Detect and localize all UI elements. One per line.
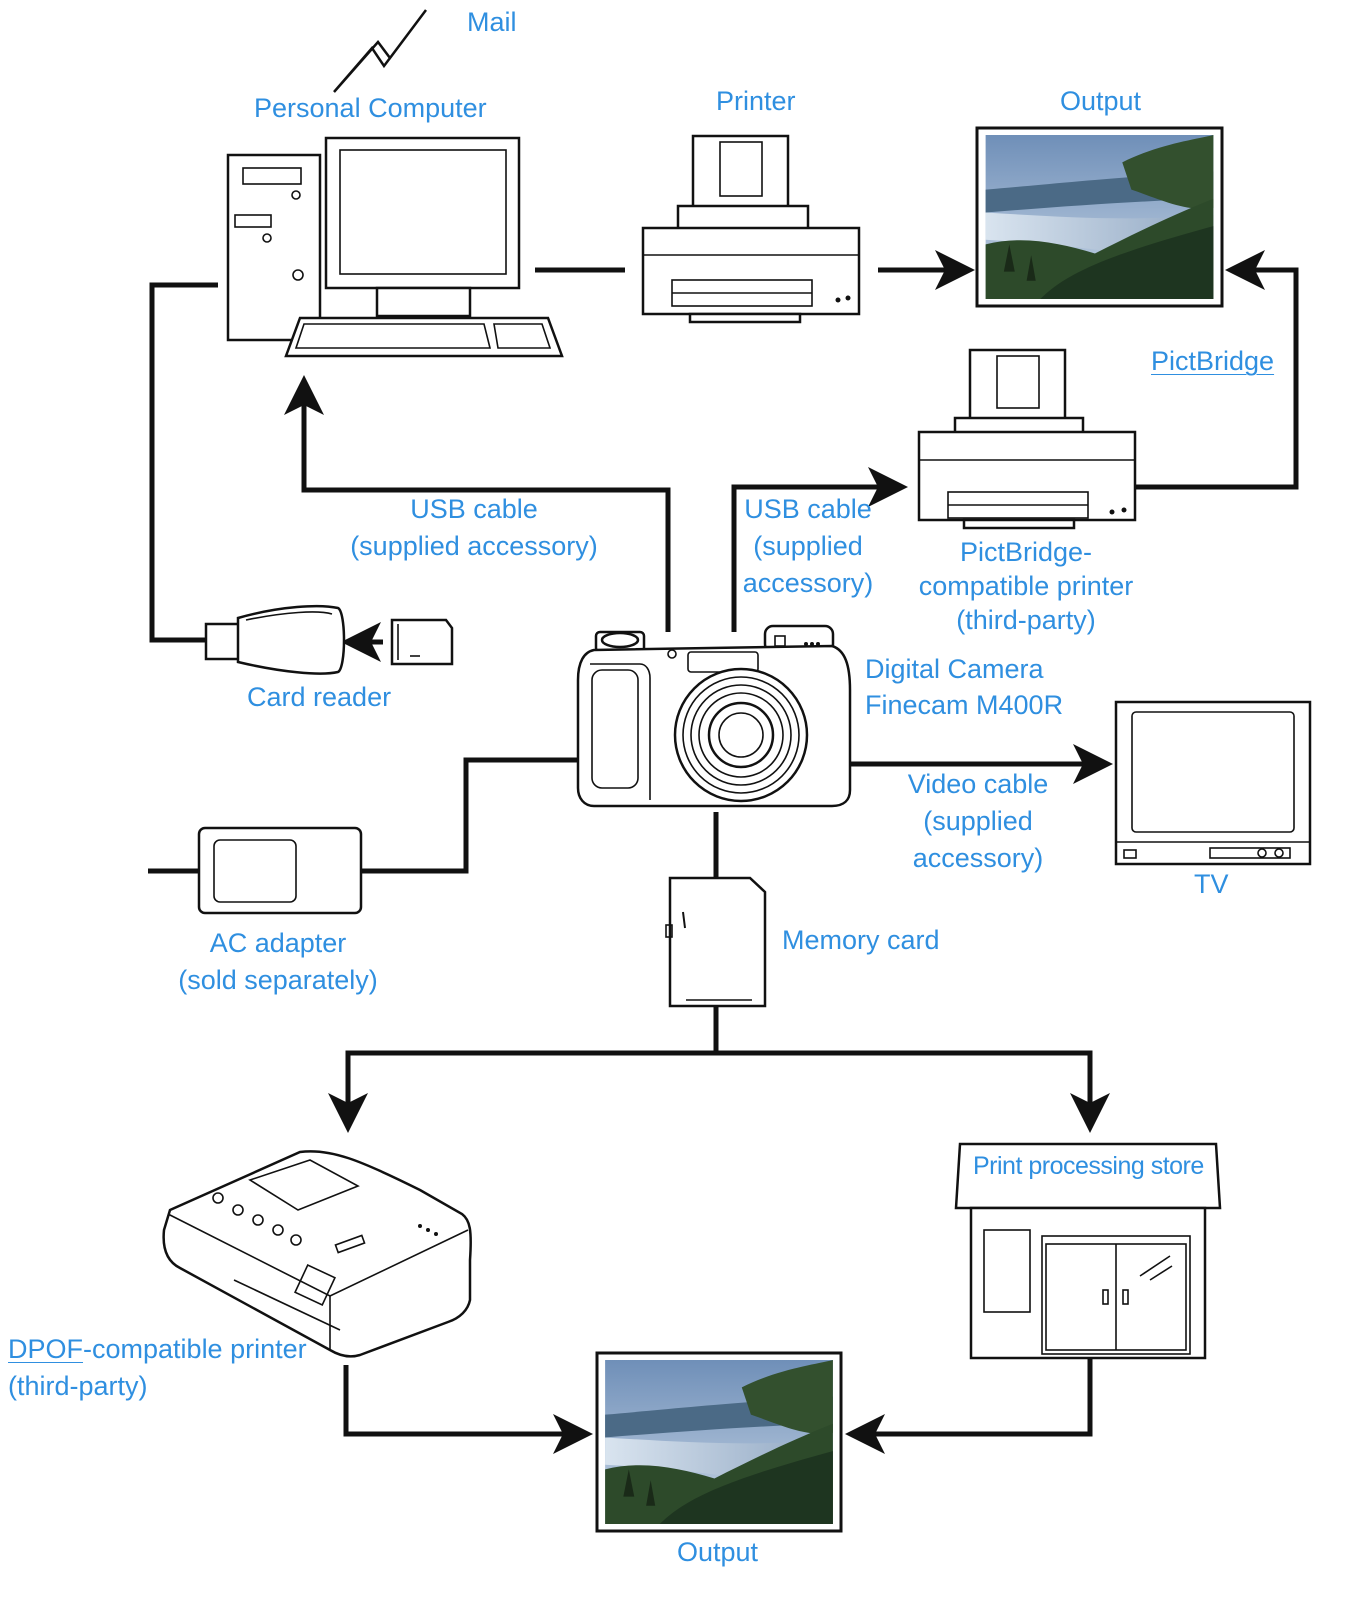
label-pictbridge: PictBridge	[1151, 346, 1275, 376]
dpof-prefix: DPOF	[8, 1334, 84, 1364]
usb-right-line-2: (supplied	[753, 531, 863, 561]
video-line-1: Video cable	[907, 769, 1049, 799]
label-card-reader: Card reader	[247, 682, 392, 712]
pb-printer-line-2: compatible printer	[918, 571, 1134, 601]
usb-right-line-3: accessory)	[742, 568, 874, 598]
video-line-2: (supplied	[923, 806, 1033, 836]
ac-line-2: (sold separately)	[178, 965, 378, 995]
label-printer: Printer	[716, 86, 796, 116]
usb-left-line-1: USB cable	[410, 494, 538, 524]
label-print-processing-store: Print processing store	[973, 1152, 1204, 1180]
label-digital-camera: Digital Camera Finecam M400R	[865, 651, 1063, 723]
label-dpof-printer: DPOF-compatible printer (third-party)	[8, 1331, 307, 1405]
label-mail: Mail	[467, 7, 517, 37]
photo-icon	[975, 126, 1224, 308]
video-line-3: accessory)	[912, 843, 1044, 873]
dpof-line-2: (third-party)	[8, 1371, 148, 1401]
usb-right-line-1: USB cable	[744, 494, 872, 524]
label-memory-card: Memory card	[782, 925, 940, 955]
dpof-line-1: DPOF-compatible printer	[8, 1331, 307, 1368]
ac-adapter-icon	[197, 826, 363, 915]
label-tv: TV	[1194, 869, 1229, 899]
printer-icon	[641, 134, 861, 324]
label-usb-cable-left: USB cable (supplied accessory)	[334, 491, 614, 565]
store-icon	[954, 1142, 1222, 1360]
label-output-bottom: Output	[677, 1537, 759, 1567]
label-personal-computer: Personal Computer	[254, 93, 487, 123]
computer-icon	[226, 136, 564, 358]
dpof-rest: -compatible printer	[83, 1334, 307, 1364]
connection-lines	[148, 250, 1299, 1454]
memory-card-icon	[390, 618, 454, 666]
tv-icon	[1114, 700, 1312, 866]
memory-card-icon	[665, 876, 767, 1008]
pb-printer-line-3: (third-party)	[956, 605, 1096, 635]
ac-line-1: AC adapter	[209, 928, 347, 958]
lightning-icon	[333, 9, 427, 93]
card-reader-icon	[204, 604, 346, 675]
label-ac-adapter: AC adapter (sold separately)	[150, 925, 406, 999]
dpof-printer-icon	[162, 1150, 472, 1358]
label-pictbridge-printer: PictBridge- compatible printer (third-pa…	[896, 535, 1156, 637]
printer-icon	[917, 348, 1137, 530]
pb-printer-line-1: PictBridge-	[959, 537, 1093, 567]
camera-line-1: Digital Camera	[865, 654, 1044, 684]
camera-icon	[576, 624, 852, 808]
camera-line-2: Finecam M400R	[865, 690, 1064, 720]
photo-icon	[595, 1351, 843, 1533]
label-video-cable: Video cable (supplied accessory)	[888, 766, 1068, 877]
usb-left-line-2: (supplied accessory)	[350, 531, 598, 561]
label-output-top: Output	[1060, 86, 1142, 116]
label-usb-cable-right: USB cable (supplied accessory)	[738, 491, 878, 602]
